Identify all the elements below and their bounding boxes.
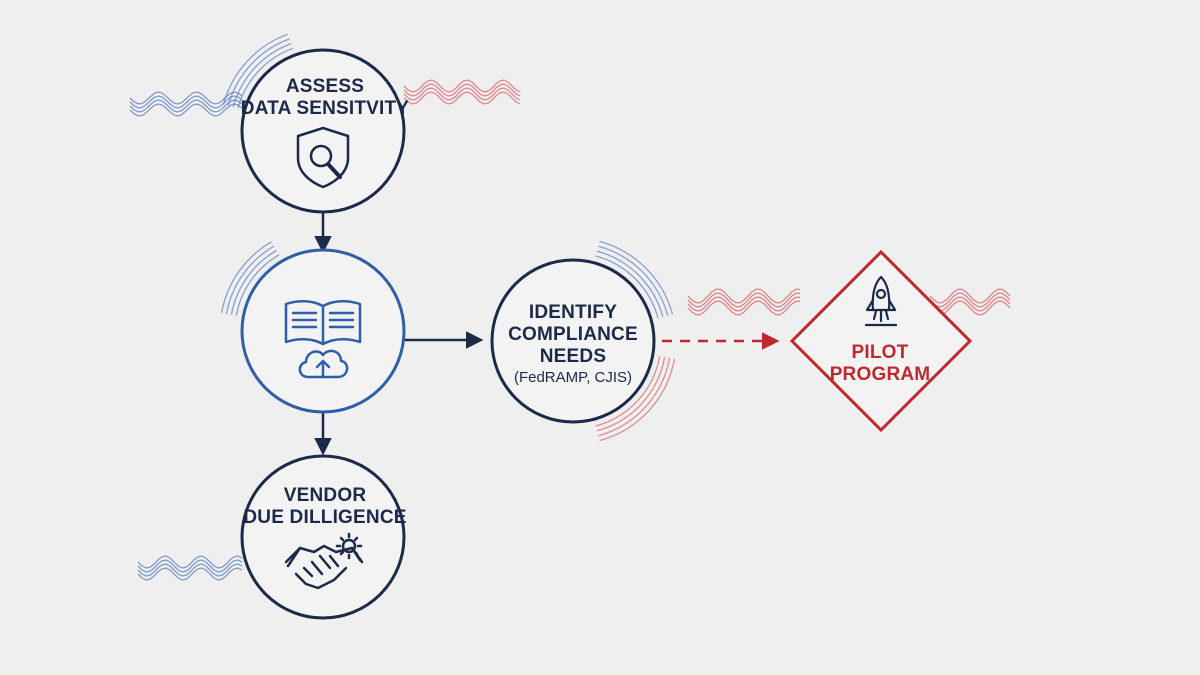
step-compliance-line1: IDENTIFY bbox=[528, 302, 618, 323]
step-compliance-circle[interactable] bbox=[490, 258, 656, 424]
book-cloud-upload-icon bbox=[284, 300, 362, 379]
wave-line-red bbox=[687, 300, 800, 316]
wave-line-red bbox=[403, 91, 521, 105]
step-compliance-line3: NEEDS bbox=[539, 346, 607, 367]
arc-line-red bbox=[599, 358, 676, 442]
arc-line-red bbox=[595, 356, 661, 427]
step-vendor-circle[interactable] bbox=[240, 454, 406, 620]
step-vendor-line2: DUE DILLIGENCE bbox=[243, 507, 407, 528]
wave-line-red bbox=[687, 288, 800, 304]
step-pilot-line1: PILOT bbox=[851, 342, 909, 363]
wave-line-red bbox=[929, 292, 1011, 308]
rocket-icon bbox=[864, 275, 898, 327]
wave-line-red bbox=[687, 292, 800, 308]
arc-line-blue bbox=[220, 241, 272, 314]
arc-line-blue bbox=[227, 38, 290, 106]
wave-line-red bbox=[929, 296, 1011, 312]
wave-line-blue bbox=[129, 99, 243, 113]
arc-line-blue bbox=[237, 47, 294, 109]
arc-line-blue bbox=[596, 250, 664, 318]
decorative-waves bbox=[129, 79, 1011, 581]
step-assess-circle[interactable] bbox=[240, 48, 406, 214]
wave-line-blue bbox=[137, 563, 243, 577]
arc-line-red bbox=[596, 356, 666, 432]
step-compliance-line2: COMPLIANCE bbox=[508, 324, 638, 345]
step-pilot-diamond[interactable] bbox=[789, 249, 973, 433]
step-pilot-label: PILOT PROGRAM bbox=[800, 342, 960, 386]
wave-line-red bbox=[403, 79, 521, 93]
step-assess-line1: ASSESS bbox=[285, 76, 365, 97]
wave-line-blue bbox=[129, 103, 243, 117]
wave-line-red bbox=[403, 87, 521, 101]
wave-line-red bbox=[929, 288, 1011, 304]
wave-line-blue bbox=[129, 91, 243, 105]
arc-line-red bbox=[598, 357, 671, 437]
arc-line-blue bbox=[235, 254, 280, 316]
wave-line-red bbox=[687, 296, 800, 312]
decorative-arcs bbox=[220, 33, 676, 442]
handshake-gear-icon bbox=[284, 532, 364, 590]
arc-line-blue bbox=[232, 42, 292, 108]
step-compliance-sub: (FedRAMP, CJIS) bbox=[513, 369, 633, 386]
arc-line-blue bbox=[230, 249, 277, 316]
step-assess-line2: DATA SENSITVITY bbox=[240, 98, 410, 119]
arc-line-blue bbox=[595, 255, 659, 319]
step-vendor-label: VENDOR DUE DILLIGENCE bbox=[240, 485, 410, 529]
wave-line-blue bbox=[137, 567, 243, 581]
step-assess-label: ASSESS DATA SENSITVITY bbox=[240, 76, 410, 120]
arc-line-blue bbox=[222, 33, 289, 105]
wave-line-blue bbox=[137, 555, 243, 569]
step-vendor-line1: VENDOR bbox=[283, 485, 367, 506]
shield-magnifier-icon bbox=[296, 126, 350, 189]
step-pilot-line2: PROGRAM bbox=[829, 364, 931, 385]
arc-line-blue bbox=[225, 245, 275, 315]
step-compliance-label: IDENTIFY COMPLIANCE NEEDS (FedRAMP, CJIS… bbox=[488, 302, 658, 388]
wave-line-red bbox=[403, 83, 521, 97]
wave-line-blue bbox=[137, 559, 243, 573]
arc-line-blue bbox=[598, 245, 669, 316]
arc-line-blue bbox=[599, 240, 674, 315]
